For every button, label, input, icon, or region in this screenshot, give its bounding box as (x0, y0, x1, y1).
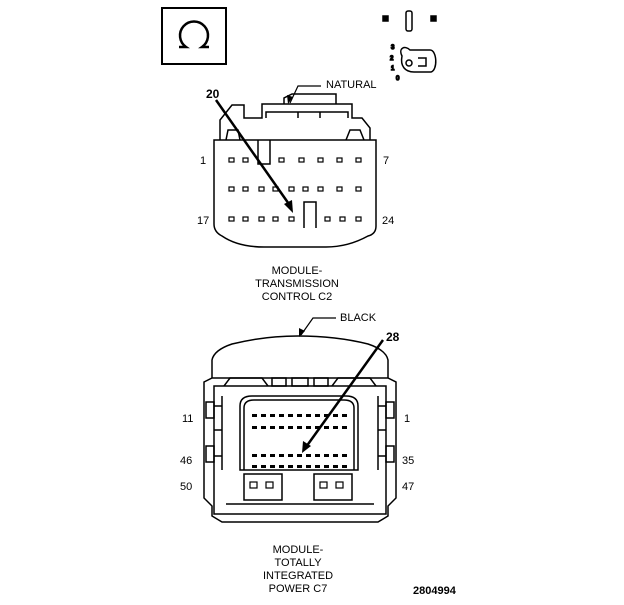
c7-pin-top-right: 1 (404, 413, 410, 425)
c7-title-line-1: MODULE- (273, 544, 324, 556)
c7-pin-cavity (324, 414, 329, 417)
c7-pin-cavity (288, 454, 293, 457)
c7-pin-bottom-left: 50 (180, 481, 192, 493)
c2-pin-first-top: 1 (200, 155, 206, 167)
c7-pin-cavity (306, 426, 311, 429)
c7-color-leader (299, 317, 336, 337)
c2-pin-cavities (228, 157, 362, 222)
c7-pin-cavity (270, 426, 275, 429)
c7-pin-cavity (333, 465, 338, 468)
c2-color-label: NATURAL (326, 79, 377, 91)
c2-pin-first-bottom: 17 (197, 215, 209, 227)
c7-pin-cavity (324, 454, 329, 457)
c7-pin-cavity (279, 454, 284, 457)
c7-pin-cavity (297, 465, 302, 468)
connector-c7 (203, 335, 397, 523)
c7-pin-cavity (261, 465, 266, 468)
terminal-probe-icon: 3 2 1 0 (382, 10, 437, 83)
c2-callout-arrow (214, 99, 293, 213)
c7-pin-cavity (252, 454, 257, 457)
c7-large-pin-cavity (249, 481, 258, 489)
c7-title-line-3: INTEGRATED (263, 570, 333, 582)
c2-callout-pin-number: 20 (206, 87, 220, 101)
c7-pin-top-left: 11 (182, 413, 193, 425)
c7-pin-cavity (342, 454, 347, 457)
c7-pin-cavity (333, 426, 338, 429)
c7-pin-cavity (342, 426, 347, 429)
c7-pin-cavity (306, 414, 311, 417)
c7-title-line-4: POWER C7 (269, 583, 328, 595)
c7-pin-cavity (261, 414, 266, 417)
c7-large-pin-cavity (319, 481, 328, 489)
c7-pin-cavity (270, 414, 275, 417)
svg-text:3: 3 (391, 45, 395, 51)
c7-pin-cavity (270, 465, 275, 468)
c7-pin-cavity (252, 465, 257, 468)
c7-color-label: BLACK (340, 312, 377, 324)
c7-pin-cavity (324, 465, 329, 468)
svg-text:1: 1 (391, 66, 395, 72)
c2-pin-last-bottom: 24 (382, 215, 394, 227)
c7-pin-cavity (315, 414, 320, 417)
c7-pin-cavity (306, 465, 311, 468)
c7-pin-bottom-right: 47 (402, 481, 414, 493)
c7-large-pin-cavity (335, 481, 344, 489)
c7-pin-cavity (288, 414, 293, 417)
c7-pin-cavity (342, 465, 347, 468)
c7-pin-cavity (333, 414, 338, 417)
figure-number: 2804994 (413, 585, 457, 597)
c2-title-line-1: MODULE- (272, 265, 323, 277)
svg-text:0: 0 (396, 76, 400, 82)
c7-pin-cavity (261, 454, 266, 457)
c2-pin-last-top: 7 (383, 155, 389, 167)
c7-pin-cavity (297, 426, 302, 429)
c7-callout-pin-number: 28 (386, 330, 400, 344)
c7-pin-cavity (333, 454, 338, 457)
c7-pin-cavity (297, 414, 302, 417)
c7-pin-cavity (279, 465, 284, 468)
c7-pin-cavity (279, 426, 284, 429)
c7-pin-cavity (306, 454, 311, 457)
c7-pin-cavity (261, 426, 266, 429)
c7-pin-cavity (288, 426, 293, 429)
c2-title-line-3: CONTROL C2 (262, 291, 333, 303)
c7-pin-mid-left: 46 (180, 455, 192, 467)
svg-text:2: 2 (390, 56, 394, 62)
c7-pin-cavity (297, 454, 302, 457)
c7-pin-cavity (315, 454, 320, 457)
c7-pin-cavity (288, 465, 293, 468)
c7-pin-cavity (279, 414, 284, 417)
c2-color-leader (287, 85, 321, 104)
c7-pin-cavity (324, 426, 329, 429)
c7-pin-cavity (315, 465, 320, 468)
c7-pin-cavities (249, 414, 347, 489)
c7-pin-mid-right: 35 (402, 455, 414, 467)
c2-title-line-2: TRANSMISSION (255, 278, 339, 290)
c7-pin-cavity (270, 454, 275, 457)
c7-callout-arrow (302, 339, 385, 453)
connector-c2 (213, 93, 377, 248)
c7-pin-cavity (252, 426, 257, 429)
c7-title-line-2: TOTALLY (274, 557, 322, 569)
c7-pin-cavity (342, 414, 347, 417)
c7-pin-cavity (315, 426, 320, 429)
omega-symbol-icon (161, 7, 227, 65)
c7-pin-cavity (252, 414, 257, 417)
c7-large-pin-cavity (265, 481, 274, 489)
